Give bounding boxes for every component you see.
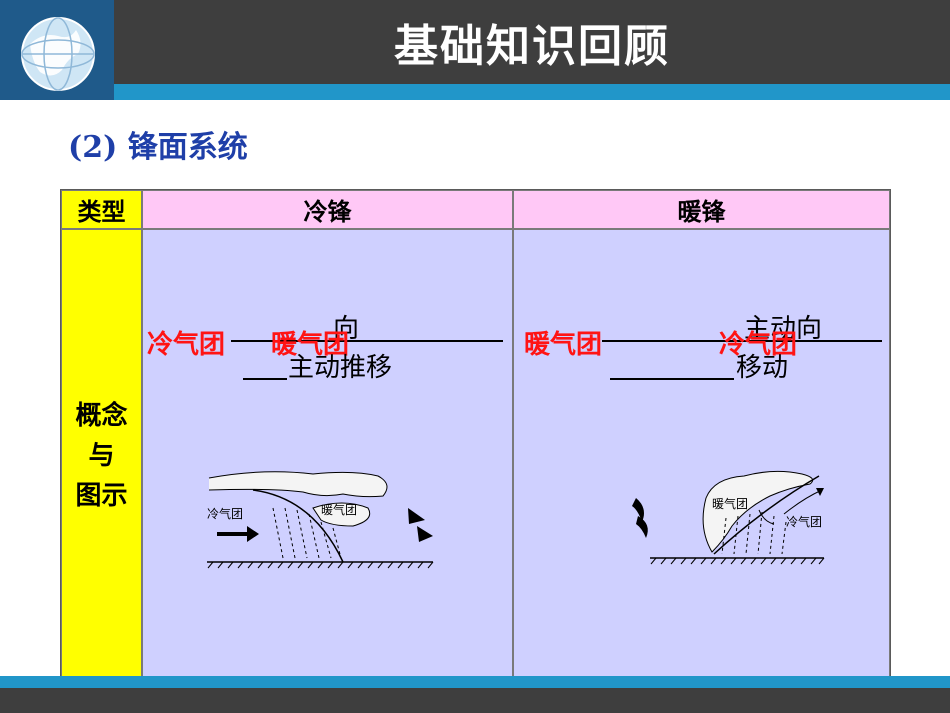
footer-stripe — [0, 676, 950, 688]
cold-front-diagram-cold-label: 冷气团 — [207, 506, 243, 521]
fill-blank-line — [602, 340, 882, 342]
fill-blank-line — [243, 378, 287, 380]
header-bar — [0, 0, 950, 84]
warm-front-cell: 主动向 暖气团 冷气团 移动 暖气团 冷气团 — [513, 229, 890, 683]
section-heading: (2) 锋面系统 — [68, 130, 248, 165]
globe-logo — [0, 0, 114, 100]
warm-front-answer-cold-air: 冷气团 — [719, 330, 798, 360]
cold-front-diagram-warm-label: 暖气团 — [321, 502, 357, 517]
row-label-line-1: 概念 — [75, 401, 128, 431]
row-label-line-3: 图示 — [75, 481, 128, 511]
header-cell-warm-front: 暖锋 — [513, 190, 890, 229]
cold-front-cell: 向 冷气团 暖气团 主动推移 冷气团 暖气团 — [142, 229, 513, 683]
warm-front-diagram-cold-label: 冷气团 — [786, 514, 822, 529]
header-stripe — [0, 84, 950, 100]
header-cell-cold-front: 冷锋 — [142, 190, 513, 229]
slide-title: 基础知识回顾 — [394, 21, 670, 72]
warm-front-answer-warm-air: 暖气团 — [524, 330, 603, 360]
footer-bar — [0, 688, 950, 713]
cold-front-diagram: 冷气团 暖气团 — [207, 471, 434, 569]
warm-front-diagram-warm-label: 暖气团 — [712, 496, 748, 511]
globe-icon — [21, 17, 95, 91]
row-label-concept: 概念 与 图示 — [61, 229, 142, 683]
fill-blank-line — [231, 340, 503, 342]
row-label-line-2: 与 — [88, 441, 115, 471]
header-cell-type: 类型 — [61, 190, 142, 229]
warm-front-move-text: 移动 — [736, 353, 789, 383]
fill-blank-line — [610, 378, 734, 380]
cold-front-direction-text: 向 — [333, 314, 360, 344]
warm-front-diagram: 暖气团 冷气团 — [632, 470, 825, 565]
cold-front-answer-warm-air: 暖气团 — [271, 330, 350, 360]
front-system-table: 类型 冷锋 暖锋 概念 与 图示 向 冷气团 暖气团 主动推移 冷气团 — [60, 189, 891, 684]
cold-front-answer-cold-air: 冷气团 — [147, 330, 226, 360]
warm-front-active-direction-text: 主动向 — [744, 314, 823, 344]
cold-front-push-text: 主动推移 — [288, 353, 393, 383]
